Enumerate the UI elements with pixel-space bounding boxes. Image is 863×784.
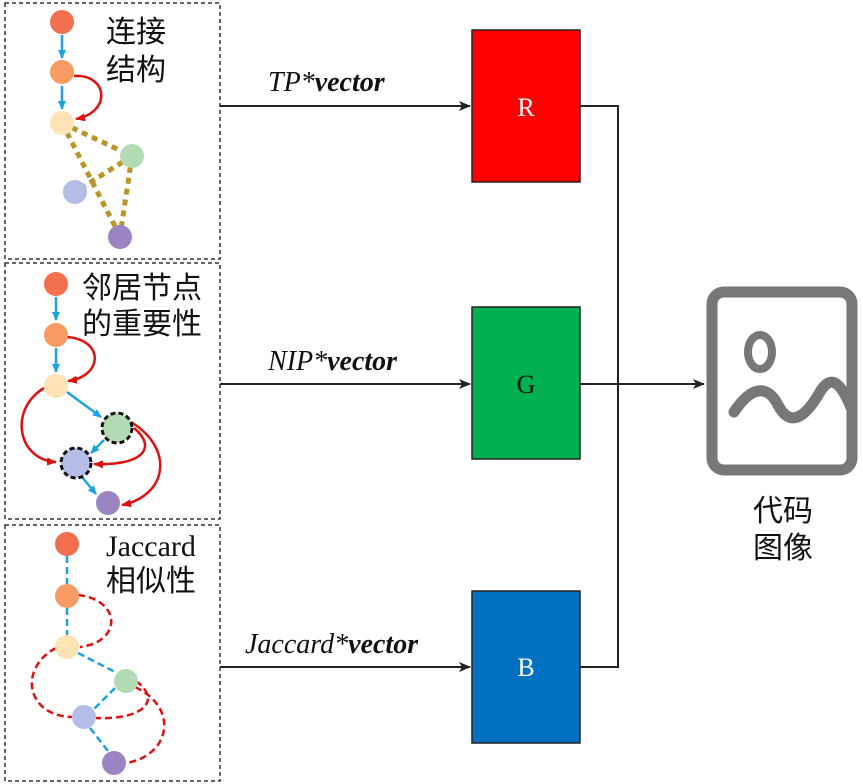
channel-letter: G [517,370,536,399]
channel-block-r: R [471,29,581,183]
red-edge [73,74,103,122]
important-node [59,446,93,480]
arrow-label: NIP*vector [267,346,398,377]
image-icon [706,286,858,476]
red-dashed-edges [30,593,166,765]
panel-title-line: 结构 [106,53,166,88]
blue-edge [81,476,97,495]
panel-border [4,524,221,782]
arrow-label: Jaccard*vector [245,629,419,660]
graph-node [72,705,96,729]
graph-node [50,10,74,34]
blue-dashed-edges [65,556,116,752]
panel-title-line: 相似性 [106,564,196,599]
panel-jaccard-similarity: Jaccard 相似性 [4,524,221,782]
panel-title-line: 邻居节点 [82,271,202,306]
panel-title-line: 的重要性 [82,307,202,342]
graph-node [44,272,68,296]
graph-node [55,532,79,556]
graph-node [50,60,74,84]
red-edge [20,386,57,466]
gold-dotted-edges [59,120,135,238]
merge-connector [580,105,705,668]
red-edge [65,335,96,384]
graph-node [63,180,87,204]
graph-node [102,751,126,775]
panel-title-line: Jaccard [106,530,196,563]
panel-connection-structure: 连接 结构 [4,2,221,260]
graph-node [55,635,79,659]
graph-node [114,669,138,693]
important-node [100,411,134,445]
feature-arrow-tp: TP*vector [220,67,471,111]
feature-arrow-jaccard: Jaccard*vector [220,629,471,672]
graph-node [50,111,74,135]
graph-node [96,491,120,515]
red-edge [121,420,162,508]
output-label-line: 图像 [753,531,813,566]
feature-arrow-nip: NIP*vector [220,346,471,389]
red-edge [93,427,147,469]
panel-title-line: 连接 [106,15,166,50]
graph-node [108,225,132,249]
graph-node [44,323,68,347]
arrow-label: TP*vector [268,67,386,98]
output-label-line: 代码 [753,494,813,529]
channel-block-b: B [471,590,581,744]
channel-letter: R [517,93,535,122]
panel-border [4,262,221,520]
graph-node [44,374,68,398]
blue-edge [90,439,105,454]
graph-node [55,584,79,608]
panel-neighbor-importance: 邻居节点 的重要性 [4,262,221,520]
blue-edge [66,390,102,419]
graph-node [120,144,144,168]
panel-border [4,2,221,260]
channel-letter: B [517,653,534,682]
channel-block-g: G [471,306,581,460]
